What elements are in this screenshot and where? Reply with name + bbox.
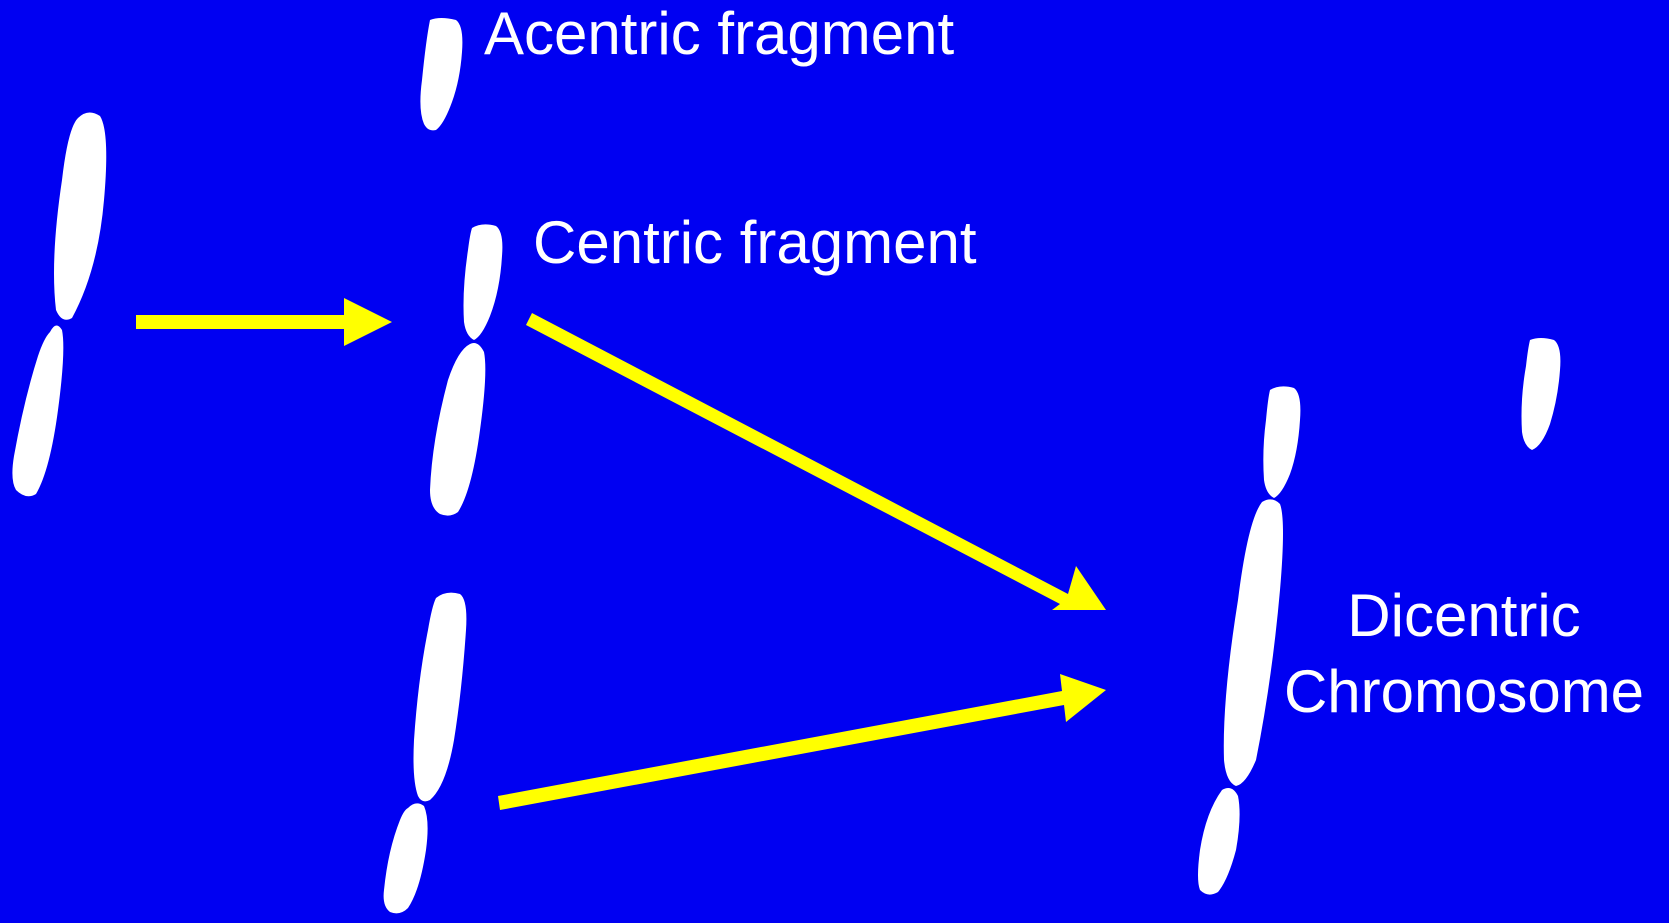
acentric-fragment-label: Acentric fragment bbox=[484, 0, 955, 67]
acentric-fragment bbox=[420, 18, 463, 131]
dicentric-top-arm bbox=[1263, 386, 1301, 498]
centric-fragment-bottom-arm bbox=[430, 343, 486, 516]
centric-fragment bbox=[430, 224, 503, 516]
dicentric-middle-arm bbox=[1223, 499, 1283, 786]
arrow-second-to-dicentric bbox=[498, 674, 1106, 810]
arrow-break-right bbox=[136, 298, 392, 346]
chromosome-long-arm bbox=[54, 112, 107, 320]
second-chromosome-long-arm bbox=[413, 592, 467, 802]
arrow-centric-to-dicentric bbox=[526, 313, 1106, 610]
dicentric-chromosome bbox=[1198, 386, 1301, 895]
right-fragment bbox=[1521, 338, 1561, 450]
centric-fragment-top-arm bbox=[463, 224, 503, 340]
original-chromosome bbox=[12, 112, 107, 497]
dicentric-label-line2: Chromosome bbox=[1283, 658, 1645, 725]
dicentric-label-line1: Dicentric bbox=[1347, 582, 1581, 649]
centric-fragment-label: Centric fragment bbox=[533, 209, 977, 276]
dicentric-chromosome-label: Dicentric Chromosome bbox=[1268, 578, 1660, 730]
second-chromosome-short-arm bbox=[383, 803, 428, 914]
second-chromosome bbox=[383, 592, 467, 914]
chromosome-short-arm bbox=[12, 325, 64, 497]
dicentric-bottom-arm bbox=[1198, 788, 1240, 895]
